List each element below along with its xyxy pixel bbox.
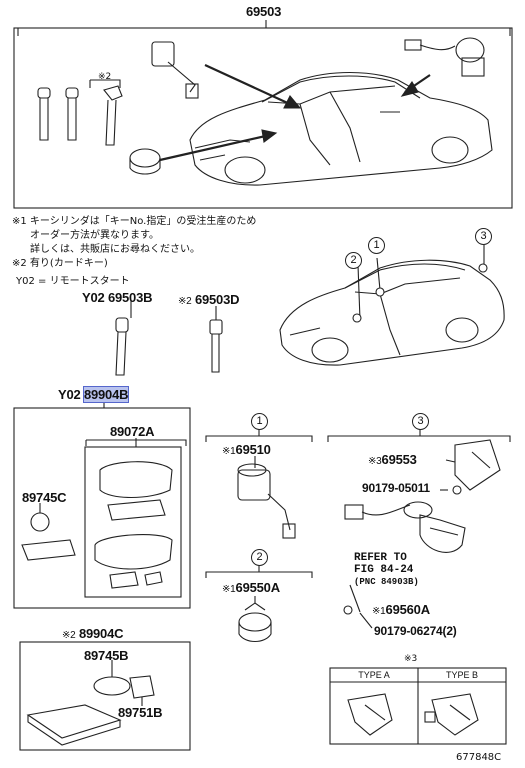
part-89745c-label: 89745C bbox=[22, 490, 67, 505]
part-89904b-prefix: Y02 bbox=[58, 387, 81, 402]
refer-to-line2: FIG 84-24 bbox=[354, 564, 414, 576]
part-69503d-label: ※2 69503D bbox=[178, 292, 240, 307]
refer-to-line1: REFER TO bbox=[354, 552, 407, 564]
note1-line1: ※1 キーシリンダは「キーNo.指定」の受注生産のため bbox=[12, 216, 257, 227]
part-69560a-prefix: ※1 bbox=[372, 606, 386, 617]
note1-line2: オーダー方法が異なります。 bbox=[30, 230, 159, 241]
part-89904b-label: Y02 89904B bbox=[58, 386, 130, 403]
part-69503d-number: 69503D bbox=[194, 292, 240, 307]
circle-marker-2: 2 bbox=[345, 252, 362, 269]
part-69503b-prefix: Y02 bbox=[82, 290, 105, 305]
key-69503d bbox=[209, 319, 223, 373]
diagram-id: 677848C bbox=[456, 752, 502, 763]
part-69553-prefix: ※3 bbox=[368, 456, 382, 467]
part-90179-06274-label: 90179-06274(2) bbox=[374, 624, 457, 638]
trunk-cylinder-69550a bbox=[238, 602, 272, 643]
part-69503b-label: Y02 69503B bbox=[82, 290, 152, 305]
circle-marker-3: 3 bbox=[475, 228, 492, 245]
part-69560a-label: ※169560A bbox=[372, 602, 430, 617]
top-trunk-cylinder bbox=[129, 148, 161, 175]
part-69503-label: 69503 bbox=[246, 4, 282, 19]
top-car-illustration bbox=[189, 72, 493, 186]
middle-car-illustration bbox=[279, 245, 505, 366]
part-69550a-prefix: ※1 bbox=[222, 584, 236, 595]
part-69503d-prefix: ※2 bbox=[178, 296, 192, 307]
transmitter-box bbox=[13, 407, 191, 609]
key-set-bracket bbox=[90, 79, 121, 88]
part-69553-label: ※369553 bbox=[368, 452, 417, 467]
ignition-cylinder-69510 bbox=[237, 463, 296, 539]
top-bracket bbox=[17, 27, 511, 36]
part-89904c-label: ※2 89904C bbox=[62, 626, 124, 641]
group3-circle: 3 bbox=[412, 413, 429, 430]
part-69560a-number: 69560A bbox=[385, 602, 431, 617]
type-a-cover bbox=[347, 693, 393, 736]
part-89904b-number[interactable]: 89904B bbox=[82, 386, 130, 403]
part-69550a-label: ※169550A bbox=[222, 580, 280, 595]
group1-circle: 1 bbox=[251, 413, 268, 430]
part-69510-prefix: ※1 bbox=[222, 446, 236, 457]
top-door-lock bbox=[404, 37, 485, 77]
part-90179-05011-label: 90179-05011 bbox=[362, 481, 430, 495]
key-set-mark: ※2 bbox=[98, 72, 112, 82]
part-69510-number: 69510 bbox=[235, 442, 271, 457]
part-89751b-label: 89751B bbox=[118, 705, 163, 720]
transmitter-exploded-view bbox=[21, 446, 182, 598]
top-frame bbox=[13, 27, 513, 209]
group3-bracket bbox=[327, 435, 511, 442]
type-table-mark: ※3 bbox=[404, 654, 418, 664]
note2: ※2 有り(カードキー) bbox=[12, 258, 108, 269]
part-89904c-number: 89904C bbox=[78, 626, 124, 641]
circle-marker-1: 1 bbox=[368, 237, 385, 254]
key-set bbox=[37, 85, 123, 146]
note1-line3: 詳しくは、共販店にお尋ねください。 bbox=[30, 244, 200, 255]
type-a-label: TYPE A bbox=[358, 670, 390, 680]
type-b-label: TYPE B bbox=[445, 670, 478, 680]
part-89072a-label: 89072A bbox=[110, 424, 155, 439]
part-69550a-number: 69550A bbox=[235, 580, 281, 595]
part-89745b-label: 89745B bbox=[84, 648, 129, 663]
card-key-box bbox=[19, 641, 191, 751]
part-69510-label: ※169510 bbox=[222, 442, 271, 457]
refer-to-line3: (PNC 84903B) bbox=[354, 577, 419, 587]
door-lock-assembly bbox=[343, 439, 501, 615]
part-69553-number: 69553 bbox=[381, 452, 417, 467]
group2-circle: 2 bbox=[251, 549, 268, 566]
group2-bracket bbox=[205, 571, 313, 578]
note-y02: Y02 = リモートスタート bbox=[16, 276, 130, 287]
part-89904c-prefix: ※2 bbox=[62, 630, 76, 641]
type-b-cover bbox=[424, 693, 479, 736]
top-ignition-cylinder bbox=[151, 41, 199, 99]
key-69503b bbox=[115, 317, 129, 376]
part-69503b-number: 69503B bbox=[107, 290, 153, 305]
